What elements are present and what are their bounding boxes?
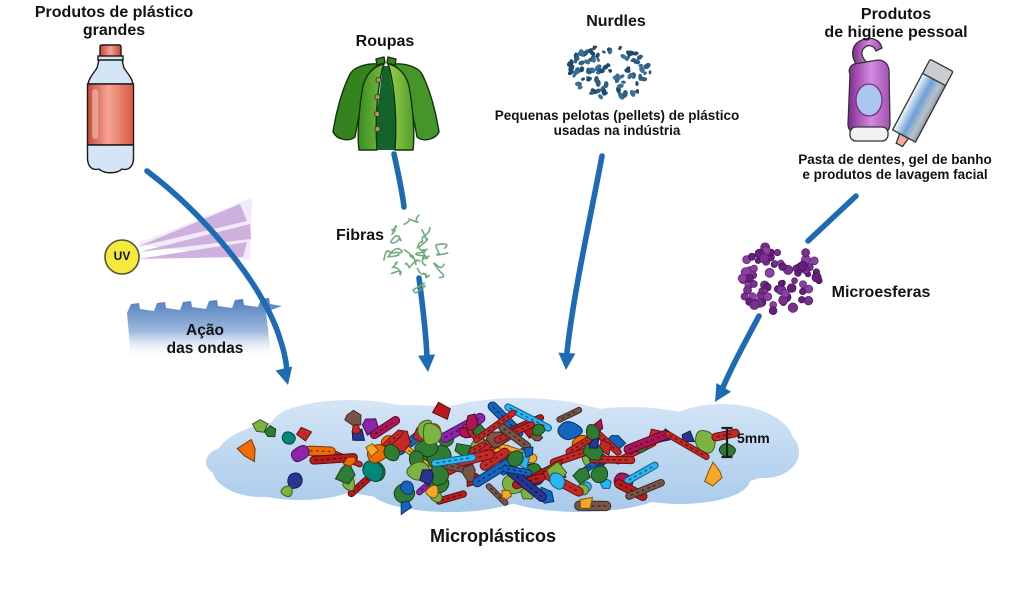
hygiene-desc-line2: e produtos de lavagem facial — [802, 167, 988, 183]
label-microplastics: Microplásticos — [429, 526, 557, 546]
jacket-icon — [332, 56, 440, 151]
hygiene-line1: Produtos — [860, 6, 932, 23]
label-clothes: Roupas — [355, 33, 415, 50]
microplastic-fragments — [236, 401, 740, 516]
fibers-icon — [383, 214, 449, 294]
wave-action-line1: Ação — [186, 322, 224, 339]
toiletries-icon — [847, 37, 954, 148]
microbeads-cluster-icon — [737, 242, 823, 315]
shower-gel-icon — [847, 37, 891, 142]
uv-sun-icon — [104, 198, 252, 275]
label-fibers: Fibras — [335, 227, 384, 244]
label-wave-action: Ação das ondas — [140, 322, 270, 357]
label-hygiene: Produtos de higiene pessoal — [786, 6, 1006, 42]
label-nurdles-desc: Pequenas pelotas (pellets) de plástico u… — [467, 108, 767, 139]
nurdles-desc-line2: usadas na indústria — [553, 123, 681, 139]
wave-action-line2: das ondas — [166, 339, 244, 357]
label-uv: UV — [113, 249, 131, 263]
flow-arrows — [144, 151, 859, 402]
toothpaste-tube-icon — [891, 59, 954, 148]
label-microbeads: Microesferas — [831, 284, 931, 301]
label-large-plastics-line2: grandes — [82, 22, 146, 40]
label-scale-5mm: 5mm — [737, 430, 770, 446]
hygiene-desc-line1: Pasta de dentes, gel de banho — [798, 152, 992, 167]
label-nurdles: Nurdles — [586, 13, 646, 30]
label-large-plastics-line1: Produtos de plástico — [34, 4, 194, 21]
plastic-bottle-icon — [86, 44, 135, 174]
nurdles-cluster-icon — [566, 45, 652, 100]
nurdles-desc-line1: Pequenas pelotas (pellets) de plástico — [494, 108, 740, 123]
wave-icon — [127, 298, 282, 359]
label-hygiene-desc: Pasta de dentes, gel de banho e produtos… — [765, 152, 1024, 183]
hygiene-line2: de higiene pessoal — [824, 24, 968, 42]
scale-bar — [721, 426, 733, 459]
label-large-plastics: Produtos de plástico grandes — [9, 4, 219, 40]
